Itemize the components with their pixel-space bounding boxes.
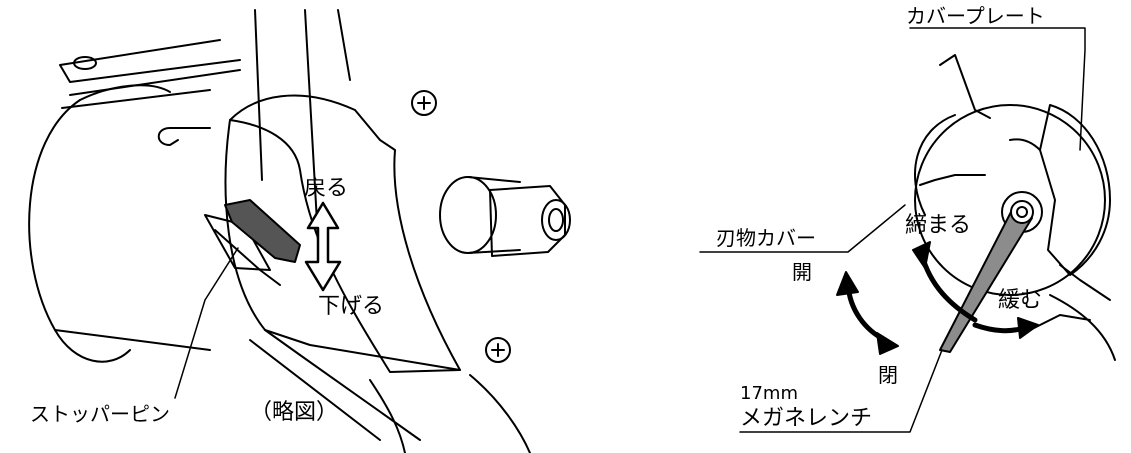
wrench-size-label: 17mm (740, 383, 798, 404)
motor-housing-top (61, 69, 241, 109)
wrench-label: メガネレンチ (740, 406, 873, 431)
stopper-lever (214, 229, 281, 286)
return-lower-double-arrow (304, 201, 342, 292)
blade-cover-leader-line (699, 204, 906, 253)
tighten-label: 締まる (905, 213, 972, 238)
blade-disc (914, 104, 1106, 296)
blade-cover-guard (914, 54, 991, 216)
motor-housing-back (54, 329, 211, 351)
wrench-leader-line (739, 349, 943, 433)
blade-cover-label: 刃物カバー (716, 226, 816, 250)
wrench-ring (1010, 200, 1034, 224)
loosen-arrow (972, 322, 1028, 334)
stopper-pin-leader (174, 247, 239, 399)
return-label: 戻る (304, 176, 349, 201)
loosen-label: 緩む (998, 288, 1043, 313)
cover-plate-label: カバープレート (906, 4, 1045, 28)
power-tool-illustration (28, 9, 571, 453)
open-arrowhead (836, 271, 859, 296)
close-label: 閉 (878, 363, 898, 387)
stopper-pin (224, 199, 301, 263)
tighten-arrowhead (912, 241, 931, 269)
cover-plate (1039, 104, 1111, 276)
handle-upper (254, 9, 351, 241)
stopper-pin-label: ストッパーピン (30, 402, 170, 426)
side-plate-edge (224, 119, 301, 356)
cover-plate-leader-line (909, 27, 1086, 151)
bracket-hole (73, 56, 97, 70)
loosen-arrowhead (1017, 317, 1039, 339)
schematic-label: （略図） (250, 400, 339, 425)
top-bracket (59, 39, 241, 83)
base-plate (249, 329, 461, 441)
side-plate (229, 94, 461, 373)
cover-plate-edge (919, 138, 1041, 186)
blade-housing-lower (1029, 264, 1116, 361)
cord-hook (157, 127, 211, 146)
blade-cover-illustration (699, 27, 1116, 433)
wrench-ring-inner (1016, 206, 1028, 218)
screw-icon (411, 90, 437, 116)
open-label: 開 (792, 260, 812, 284)
grip (369, 374, 531, 453)
screw-icon (485, 337, 511, 363)
motor-housing (28, 99, 131, 363)
close-arrowhead (876, 332, 899, 355)
spindle-bolt (439, 176, 571, 257)
lower-label: 下げる (318, 294, 385, 319)
